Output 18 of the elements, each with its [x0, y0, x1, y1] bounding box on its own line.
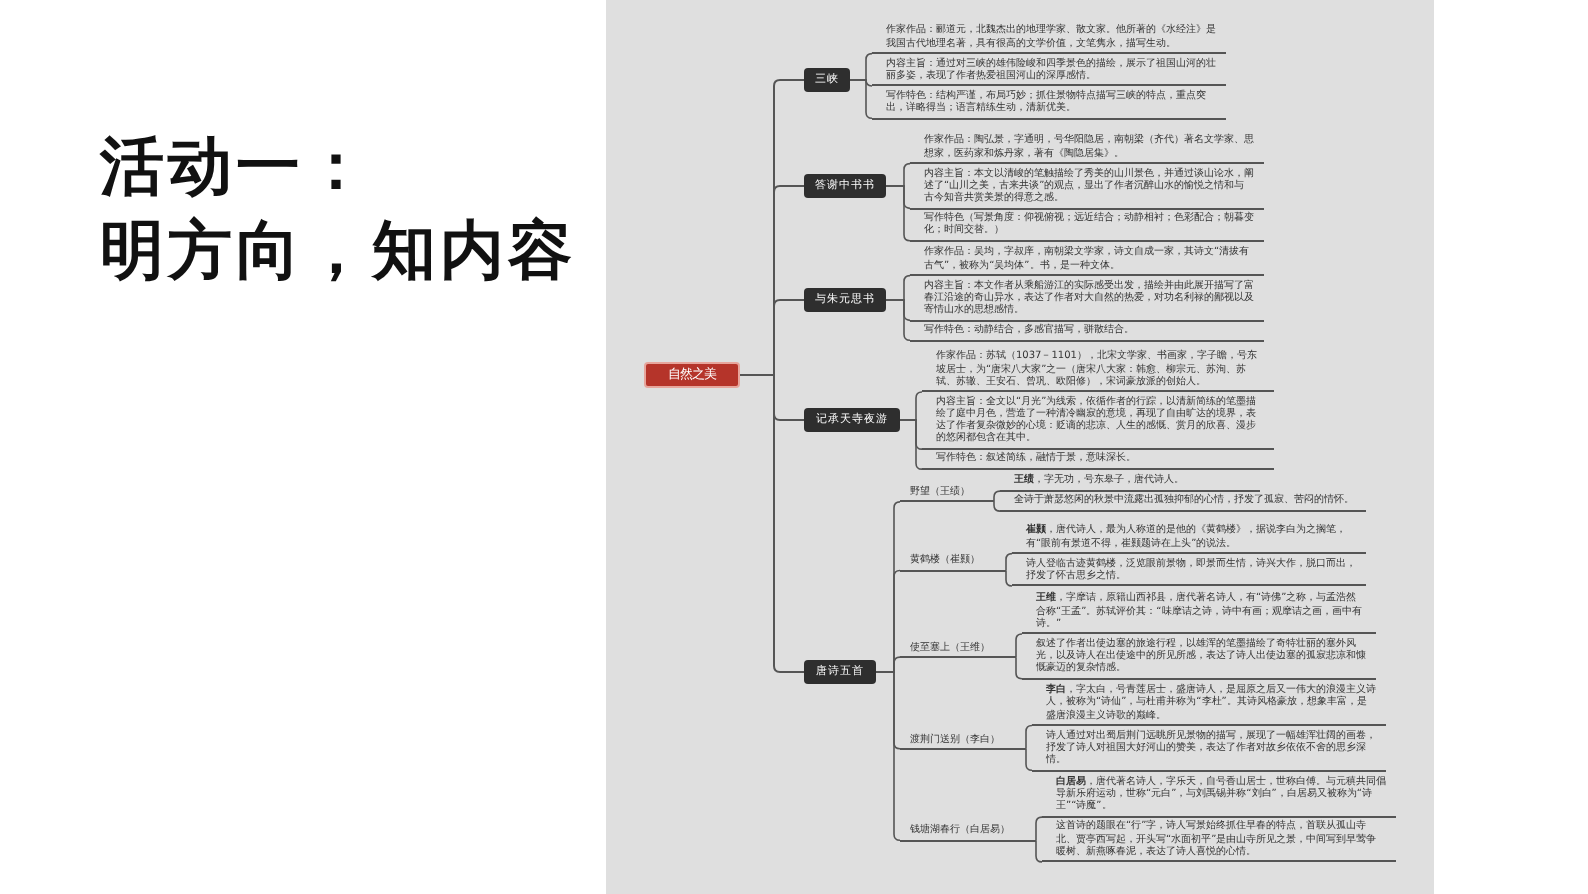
connector-line	[1025, 747, 1033, 772]
connector-line	[993, 501, 1001, 512]
connector-line	[1005, 552, 1013, 572]
connector-line	[1035, 816, 1043, 842]
connector-line	[1035, 839, 1043, 863]
connector-line	[1025, 724, 1033, 750]
connector-line	[739, 374, 805, 673]
connector-line	[875, 671, 901, 842]
connector-line	[885, 185, 911, 242]
heading-text: 活动一：	[100, 132, 372, 202]
connector-line	[1005, 569, 1013, 587]
connector-line	[885, 299, 911, 342]
connector-line	[1015, 656, 1023, 680]
connector-line	[993, 490, 1001, 503]
heading-text: 明方向，知内容	[100, 216, 576, 286]
connector-line	[849, 79, 873, 120]
connector-line	[899, 419, 923, 470]
connector-line	[1015, 633, 1023, 658]
